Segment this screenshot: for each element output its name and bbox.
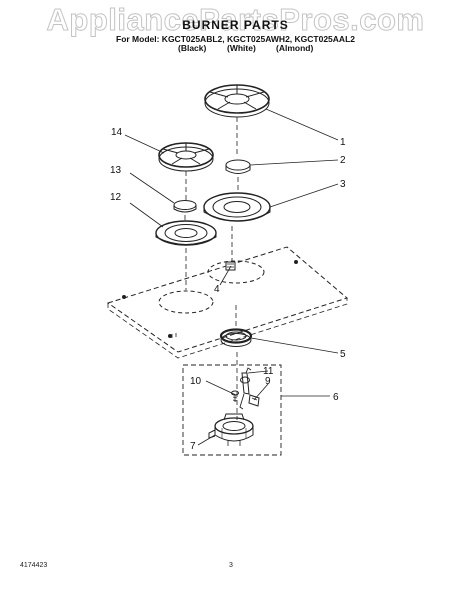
screw-part-10	[231, 390, 239, 402]
small-grate-part-14	[158, 142, 214, 172]
leader-lines	[124, 108, 339, 446]
large-burner-cap-part-2	[225, 159, 251, 174]
orifice-part-4	[225, 261, 236, 271]
callout-11: 11	[263, 366, 274, 377]
alignment-lines	[184, 117, 239, 420]
callout-2: 2	[340, 155, 346, 166]
model-numbers: For Model: KGCT025ABL2, KGCT025AWH2, KGC…	[116, 34, 355, 44]
callout-1: 1	[340, 137, 346, 148]
color-label-almond: (Almond)	[276, 43, 314, 53]
burner-base-part-7	[208, 413, 254, 446]
callout-12: 12	[110, 192, 122, 203]
callout-9: 9	[265, 376, 271, 387]
callout-6: 6	[333, 392, 339, 403]
page-title: BURNER PARTS	[182, 18, 289, 32]
clip-part-9	[248, 394, 260, 407]
document-number: 4174423	[20, 562, 48, 569]
color-label-white: (White)	[227, 43, 256, 53]
callout-4: 4	[214, 284, 220, 295]
cooktop-base-outline	[106, 246, 349, 359]
burner-assembly-box-part-6	[182, 364, 282, 456]
callout-labels: 1 2 3 4 5 6 7 9 10 11 12 13 14	[110, 127, 346, 452]
small-burner-ring-part-12	[155, 220, 217, 246]
callout-10: 10	[190, 376, 202, 387]
large-grate-part-1	[204, 84, 270, 118]
callout-7: 7	[190, 441, 196, 452]
callout-5: 5	[340, 349, 346, 360]
small-burner-cap-part-13	[173, 200, 197, 213]
large-burner-ring-part-3	[203, 192, 271, 222]
color-label-black: (Black)	[178, 43, 207, 53]
watermark-text: AppliancePartsPros.com	[46, 2, 425, 38]
page-number: 3	[229, 562, 233, 569]
callout-3: 3	[340, 179, 346, 190]
igniter-part-11	[239, 367, 252, 410]
callout-14: 14	[111, 127, 123, 138]
seal-ring-part-5	[219, 328, 253, 347]
callout-13: 13	[110, 165, 122, 176]
